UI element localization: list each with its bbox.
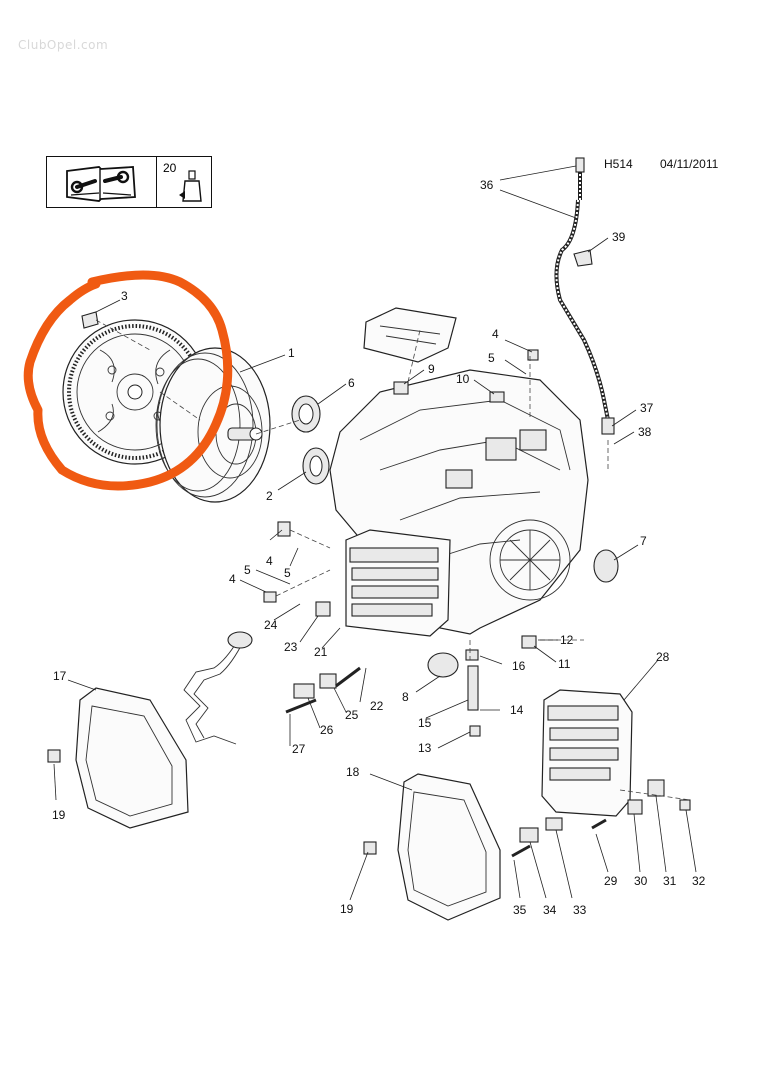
callout-17: 17: [53, 669, 67, 683]
callout-28: 28: [656, 650, 670, 664]
callout-36: 36: [480, 178, 494, 192]
seal-2: [302, 447, 330, 485]
sealant-tube-icon: [179, 170, 202, 202]
dipstick-tube: [554, 157, 615, 435]
callout-34: 34: [543, 903, 557, 917]
callout-12: 12: [560, 633, 574, 647]
callout-4c: 4: [229, 572, 236, 586]
callout-15: 15: [418, 716, 432, 730]
callout-4a: 4: [492, 327, 499, 341]
callout-37: 37: [640, 401, 654, 415]
seal-6: [291, 395, 321, 433]
callout-23: 23: [284, 640, 298, 654]
callout-38: 38: [638, 425, 652, 439]
wiring-harness: [183, 631, 253, 745]
callout-14: 14: [510, 703, 524, 717]
callout-29: 29: [604, 874, 618, 888]
callout-31: 31: [663, 874, 677, 888]
callout-26: 26: [320, 723, 334, 737]
callout-11: 11: [558, 657, 571, 671]
callout-21: 21: [314, 645, 328, 659]
valve-body-assembly: [345, 529, 451, 637]
callout-32: 32: [692, 874, 706, 888]
callout-7: 7: [640, 534, 647, 548]
leader-lines: [53, 165, 697, 901]
callout-19b: 19: [340, 902, 354, 916]
legend-number: 20: [163, 161, 177, 175]
callout-13: 13: [418, 741, 432, 755]
callout-8: 8: [402, 690, 409, 704]
callout-labels: 1 2 3 4 4 4 5 5 5 6 7 8 9 10 11 12 13 14…: [52, 178, 706, 917]
watermark: ClubOpel.com: [18, 38, 109, 52]
callout-39: 39: [612, 230, 626, 244]
callout-10: 10: [456, 372, 470, 386]
bolt-3: [81, 311, 99, 329]
callout-2: 2: [266, 489, 273, 503]
callout-6: 6: [348, 376, 355, 390]
legend-box: 20: [46, 156, 212, 208]
callout-16: 16: [512, 659, 526, 673]
valve-body-28: [541, 689, 633, 817]
oil-pan-17: [75, 687, 189, 829]
callout-35: 35: [513, 903, 527, 917]
service-manual-wrench-icon: [47, 157, 157, 207]
oil-pan-18: [397, 773, 501, 921]
callout-30: 30: [634, 874, 648, 888]
callout-5c: 5: [284, 566, 291, 580]
callout-18: 18: [346, 765, 360, 779]
small-hardware: [47, 349, 691, 858]
assembly-lines: [95, 319, 691, 801]
callout-1: 1: [288, 346, 295, 360]
diagram-code: H514: [604, 157, 633, 171]
control-module: [363, 307, 457, 363]
callout-3: 3: [121, 289, 128, 303]
callout-9: 9: [428, 362, 435, 376]
callout-5a: 5: [488, 351, 495, 365]
callout-25: 25: [345, 708, 359, 722]
callout-33: 33: [573, 903, 587, 917]
callout-19a: 19: [52, 808, 66, 822]
callout-24: 24: [264, 618, 278, 632]
orange-highlight-circle: [23, 270, 233, 491]
callout-5b: 5: [244, 563, 251, 577]
diagram-date: 04/11/2011: [660, 157, 719, 171]
callout-22: 22: [370, 699, 384, 713]
callout-4b: 4: [266, 554, 273, 568]
callout-27: 27: [292, 742, 306, 756]
